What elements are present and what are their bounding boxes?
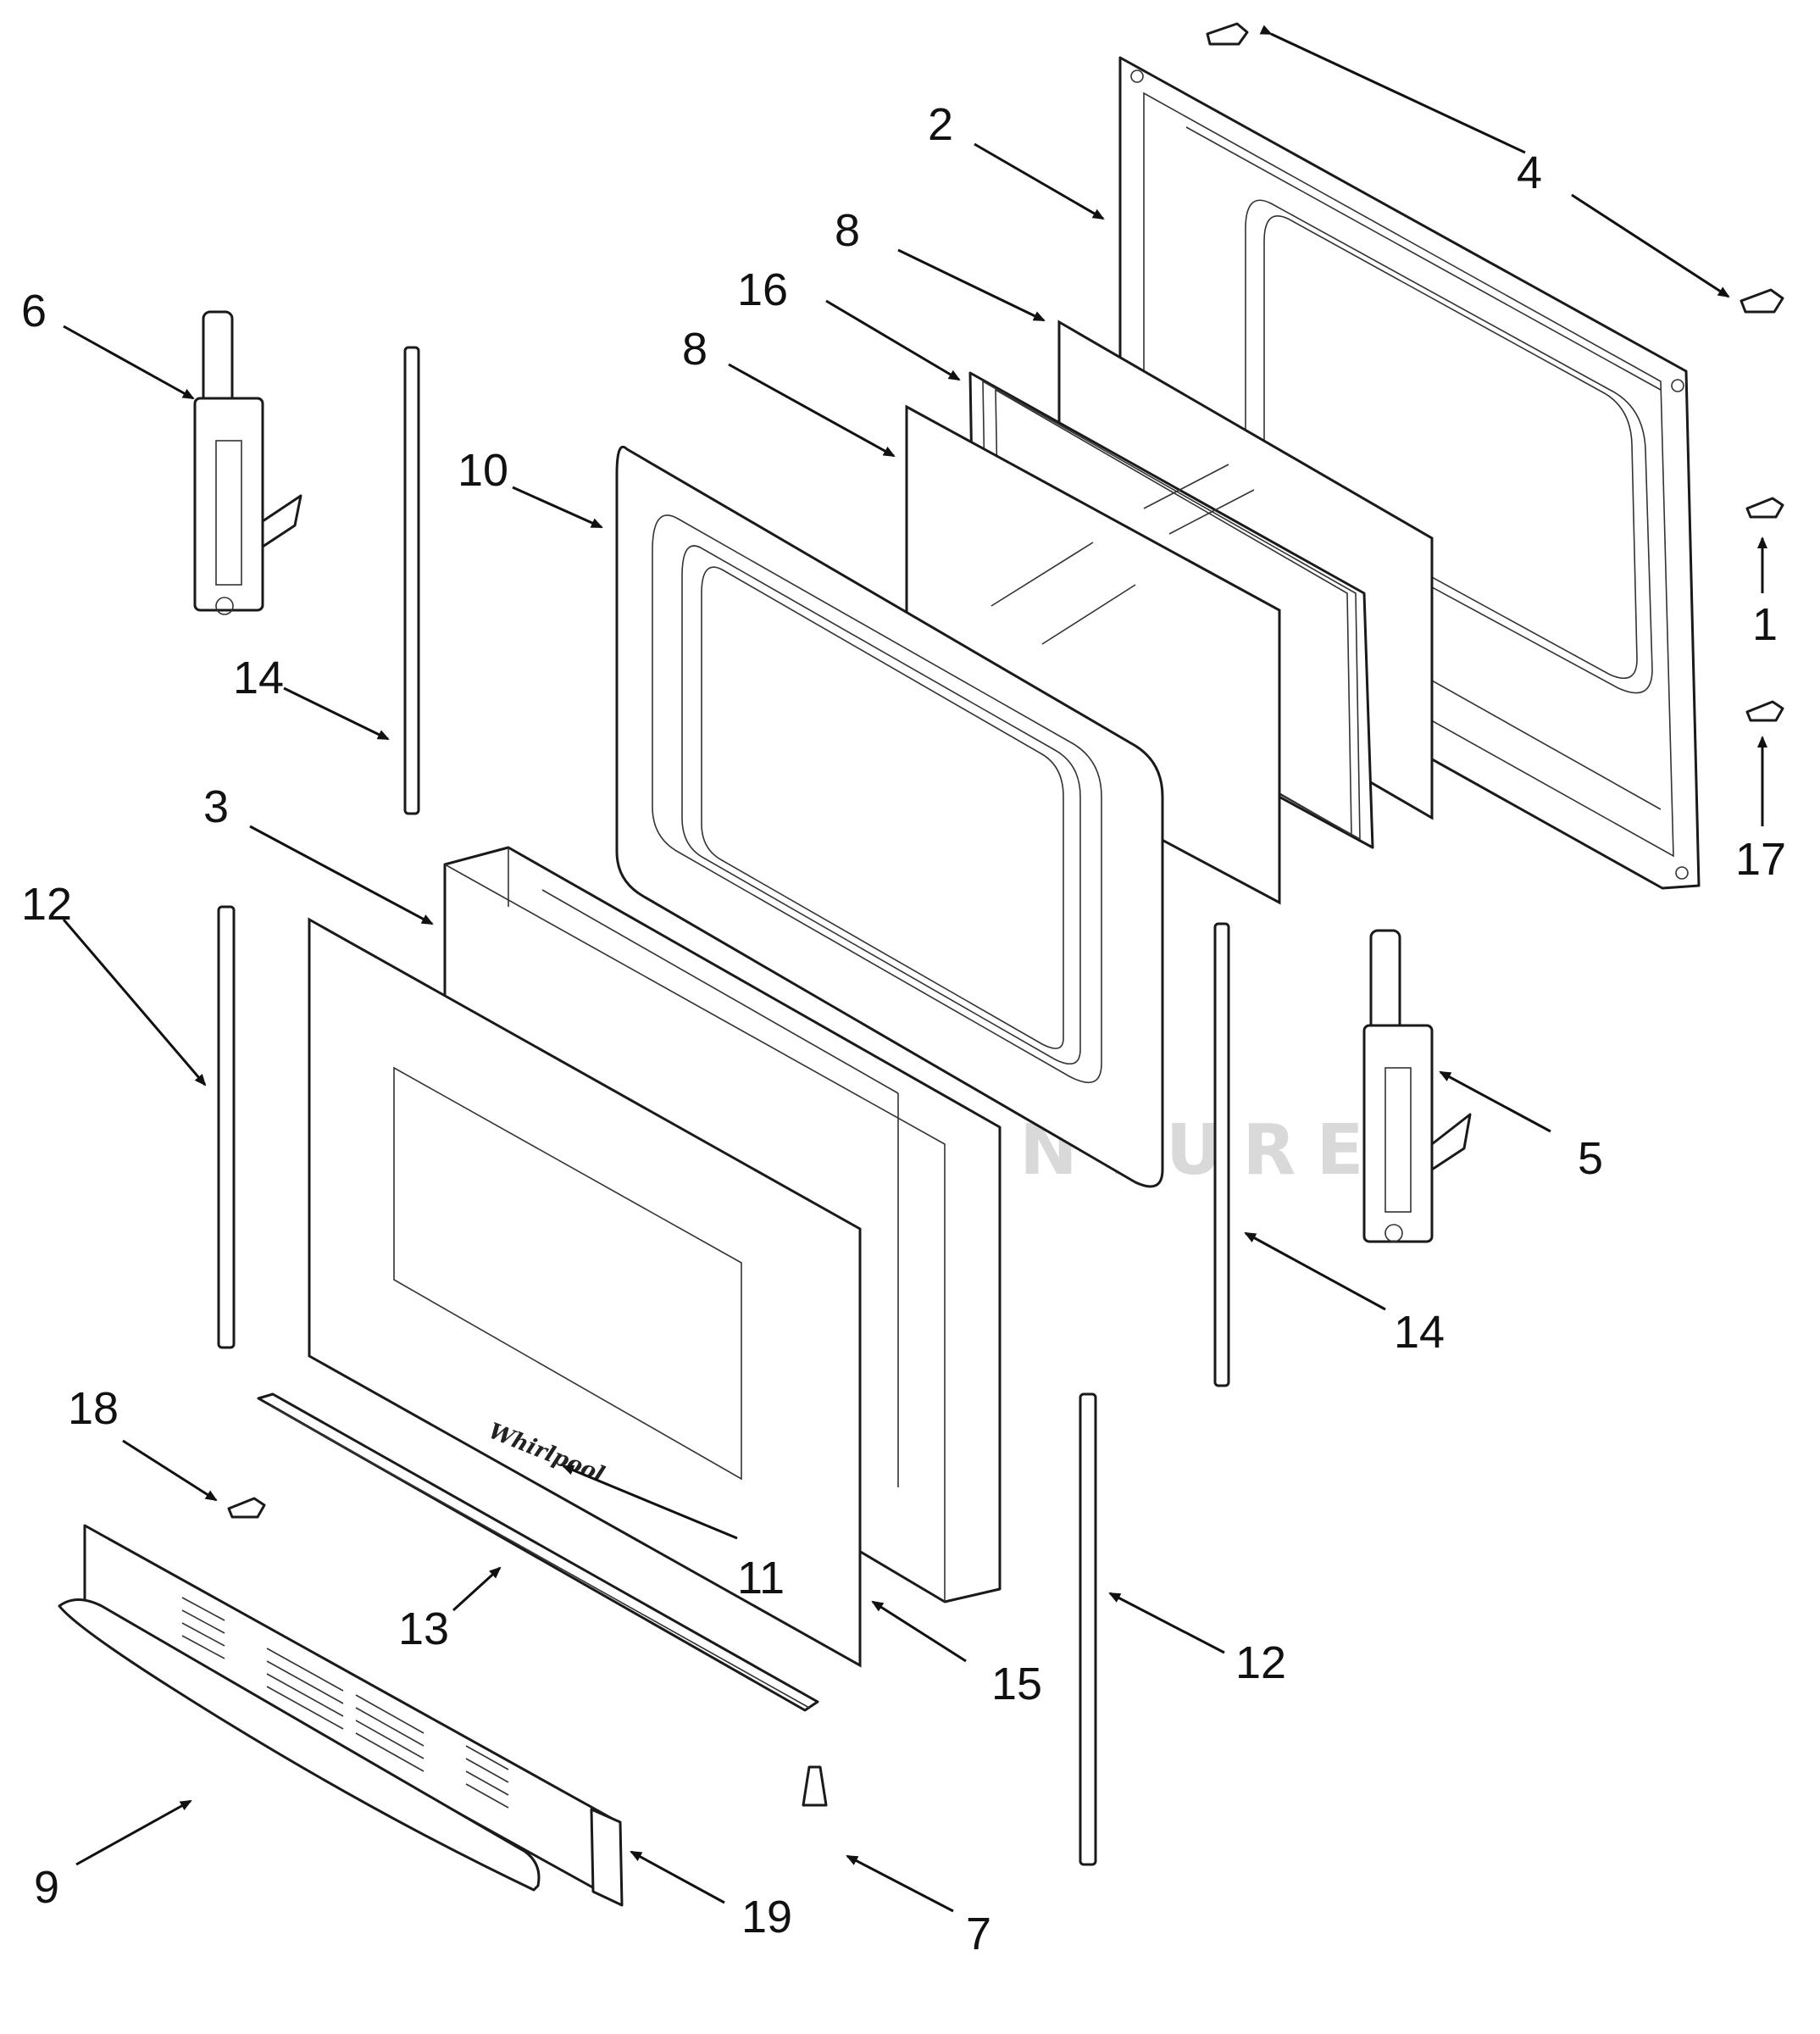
- callout-1: 1: [1752, 599, 1778, 650]
- callout-4: 4: [1517, 147, 1542, 198]
- callout-15: 15: [991, 1659, 1042, 1709]
- callout-11: 11: [737, 1553, 785, 1603]
- callout-3: 3: [203, 781, 229, 832]
- callout-9: 9: [34, 1862, 59, 1913]
- screw-7: [802, 1765, 828, 1807]
- callout-8-back: 8: [835, 205, 860, 256]
- outer-door-glass: Whirlpool: [308, 917, 862, 1668]
- callout-12-left: 12: [21, 879, 72, 930]
- screw-17: [1745, 700, 1784, 722]
- callout-18: 18: [68, 1383, 119, 1434]
- callout-labels: 1 2 3 4 5 6 7 8 8 9 10 11 12 12 13 14 14…: [21, 99, 1786, 1959]
- inner-door-frame: [615, 445, 1164, 1188]
- right-door-side-trim: [1079, 1392, 1097, 1866]
- lower-door-trim: [257, 1392, 819, 1712]
- right-door-hinge: [1362, 929, 1472, 1243]
- callout-12-right: 12: [1235, 1637, 1286, 1688]
- left-door-channel: [403, 346, 420, 815]
- callout-2: 2: [928, 99, 953, 150]
- leader-lines: [62, 25, 1767, 1913]
- trim-end-cap: [590, 1808, 624, 1907]
- left-door-side-trim: [217, 905, 236, 1349]
- callout-10: 10: [458, 445, 508, 496]
- callout-14-right: 14: [1394, 1307, 1445, 1358]
- callout-8-front: 8: [682, 324, 707, 375]
- front-door-glass: [905, 404, 1281, 905]
- callout-19: 19: [741, 1892, 792, 1942]
- screw-4-top: [1206, 22, 1249, 46]
- callout-16: 16: [737, 264, 788, 315]
- callout-14-left: 14: [233, 653, 284, 703]
- callout-17: 17: [1735, 834, 1786, 885]
- screw-1: [1745, 497, 1784, 519]
- callout-5: 5: [1578, 1133, 1603, 1184]
- vent-trim: [58, 1524, 622, 1904]
- left-door-hinge: [193, 310, 302, 615]
- callout-13: 13: [398, 1603, 449, 1654]
- callout-6: 6: [21, 286, 47, 336]
- right-door-channel: [1213, 922, 1230, 1387]
- callout-7: 7: [966, 1909, 991, 1959]
- screw-18: [227, 1497, 266, 1519]
- screw-4-right: [1740, 288, 1784, 314]
